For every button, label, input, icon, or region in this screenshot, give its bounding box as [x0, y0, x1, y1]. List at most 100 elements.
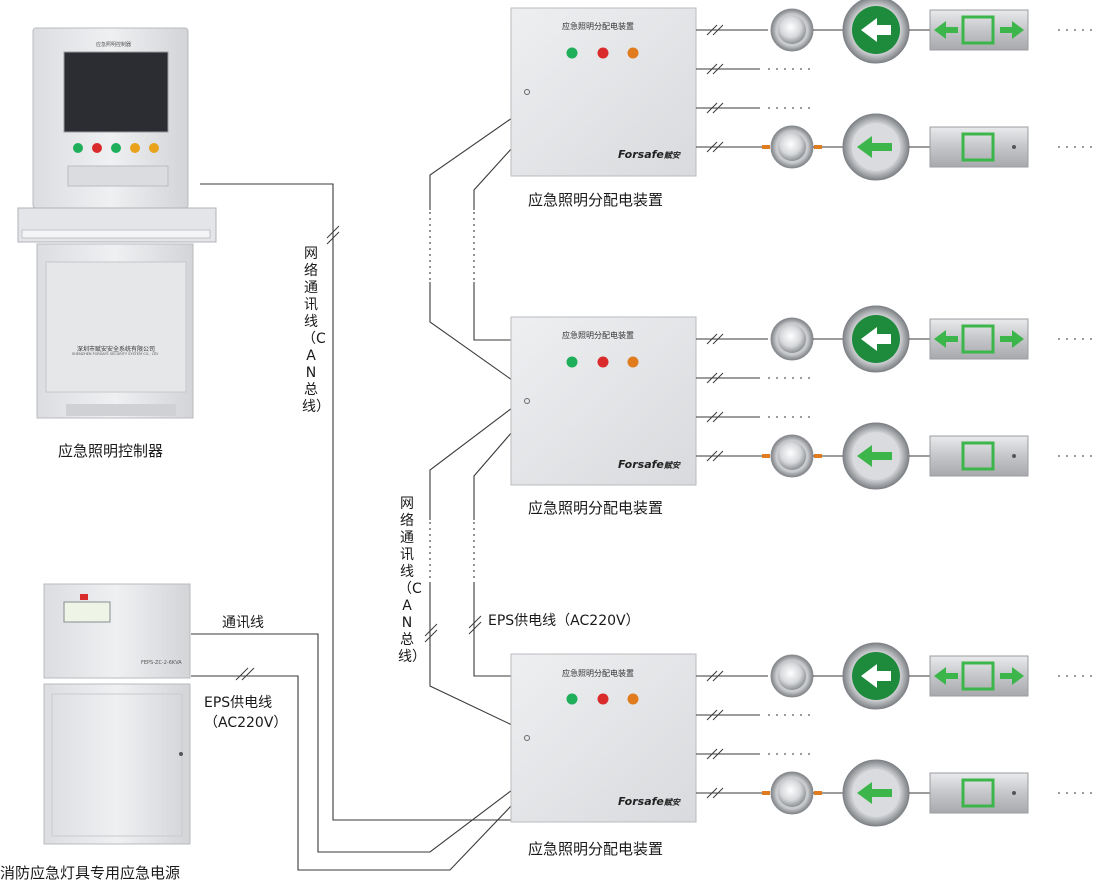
- running-man-icon: [961, 132, 995, 162]
- distribution-unit: [510, 653, 697, 823]
- unit-brand-2: Forsafe赋安: [618, 458, 680, 471]
- lamp-lens: [778, 779, 806, 807]
- slash-mark: [706, 63, 718, 75]
- slash-mark: [706, 450, 718, 462]
- unit-brand-1: Forsafe赋安: [618, 148, 680, 161]
- power-supply-model: FEPS-ZC-2-6KVA: [141, 660, 182, 666]
- network-cable-label-1: 网络通讯线（CAN总线）: [302, 246, 330, 415]
- running-man-icon: [961, 661, 995, 691]
- unit-panel-title-1: 应急照明分配电装置: [562, 22, 634, 31]
- status-led-green: [566, 693, 578, 705]
- arrow-right-icon: [861, 18, 891, 42]
- slash-mark: [706, 411, 718, 423]
- wire-bus-outer-3: [429, 407, 513, 520]
- cable-slashes: [235, 225, 482, 681]
- slash-mark: [706, 787, 718, 799]
- unit-cabinet: [510, 7, 697, 177]
- slash-mark: [712, 411, 724, 423]
- lamp-lens: [778, 662, 806, 690]
- slash-mark: [712, 709, 724, 721]
- controller-screen: [63, 51, 169, 133]
- lock-icon: [524, 89, 530, 95]
- status-led-red: [597, 356, 609, 368]
- arrow-right-icon: [861, 664, 891, 688]
- slash-mark: [706, 333, 718, 345]
- slash-mark: [712, 63, 724, 75]
- slash-mark: [712, 748, 724, 760]
- sign-indicator: [1012, 145, 1016, 149]
- unit-caption-2: 应急照明分配电装置: [528, 499, 664, 517]
- slash-mark: [712, 141, 724, 153]
- branch-circuit: [696, 113, 1098, 181]
- running-man-icon: [961, 441, 995, 471]
- arrow-left-icon: [934, 330, 958, 348]
- slash-mark: [706, 24, 718, 36]
- slash-mark: [706, 709, 718, 721]
- status-led-orange: [627, 356, 639, 368]
- lamp-lens: [778, 442, 806, 470]
- slash-mark: [712, 450, 724, 462]
- controller-caption: 应急照明控制器: [58, 442, 164, 460]
- unit-cabinet: [510, 316, 697, 486]
- branch-circuit: [696, 759, 1098, 827]
- power-supply-caption: 消防应急灯具专用应急电源: [0, 864, 181, 882]
- arrow-left-icon: [934, 667, 958, 685]
- lock-icon: [524, 398, 530, 404]
- status-led-orange: [627, 47, 639, 59]
- status-led-green: [566, 356, 578, 368]
- branch-circuit: [696, 63, 814, 75]
- branch-circuit: [696, 372, 814, 384]
- eps-power-mid-label: EPS供电线（AC220V）: [488, 613, 640, 629]
- branch-circuit: [696, 748, 814, 760]
- lamp-lens: [778, 133, 806, 161]
- sign-indicator: [1012, 791, 1016, 795]
- wire-bus-inner: [473, 147, 513, 210]
- unit-caption-3: 应急照明分配电装置: [528, 840, 664, 858]
- wire-bus-inner-2: [473, 282, 512, 341]
- status-led-orange: [627, 693, 639, 705]
- wire-bus-inner-3: [473, 431, 513, 520]
- slash-mark: [712, 24, 724, 36]
- status-led-green: [566, 47, 578, 59]
- slash-mark: [706, 748, 718, 760]
- status-led-red: [597, 47, 609, 59]
- arrow-left-icon: [857, 136, 892, 158]
- running-man-icon: [961, 778, 995, 808]
- branch-circuit: [696, 709, 814, 721]
- branch-circuit: [696, 642, 1098, 710]
- slash-mark: [706, 141, 718, 153]
- network-cable-label-2: 网络通讯线（CAN总线）: [398, 496, 426, 665]
- wire-comm-line: [191, 633, 513, 853]
- controller-company-en: SHENZHEN FORSAFE SECURITY SYSTEM CO., LT…: [72, 352, 158, 356]
- eps-power-label: EPS供电线: [204, 695, 273, 711]
- unit-cabinet: [510, 653, 697, 823]
- lock-icon: [524, 735, 530, 741]
- unit-caption-1: 应急照明分配电装置: [528, 191, 664, 209]
- slash-mark: [706, 102, 718, 114]
- emergency-power-supply: [43, 583, 191, 845]
- running-man-icon: [961, 324, 995, 354]
- slash-mark: [706, 670, 718, 682]
- arrow-left-icon: [934, 21, 958, 39]
- wire-eps-line: [191, 675, 513, 871]
- unit-brand-3: Forsafe赋安: [618, 795, 680, 808]
- lamp-lens: [778, 325, 806, 353]
- controller-company: 深圳市赋安安全系统有限公司: [77, 346, 156, 353]
- branch-circuit: [696, 422, 1098, 490]
- lamp-lens: [778, 16, 806, 44]
- sign-indicator: [1012, 454, 1016, 458]
- slash-mark: [712, 372, 724, 384]
- arrow-right-icon: [1000, 667, 1024, 685]
- branch-circuit: [696, 0, 1098, 64]
- wire-bus-outer: [429, 117, 513, 210]
- emergency-lighting-controller: [17, 27, 217, 419]
- comm-line-label: 通讯线: [222, 615, 264, 631]
- arrow-right-icon: [1000, 330, 1024, 348]
- wire-bus-outer-2: [429, 282, 513, 381]
- arrow-right-icon: [1000, 21, 1024, 39]
- slash-mark: [712, 102, 724, 114]
- distribution-unit: [510, 316, 697, 486]
- unit-panel-title-3: 应急照明分配电装置: [562, 669, 634, 678]
